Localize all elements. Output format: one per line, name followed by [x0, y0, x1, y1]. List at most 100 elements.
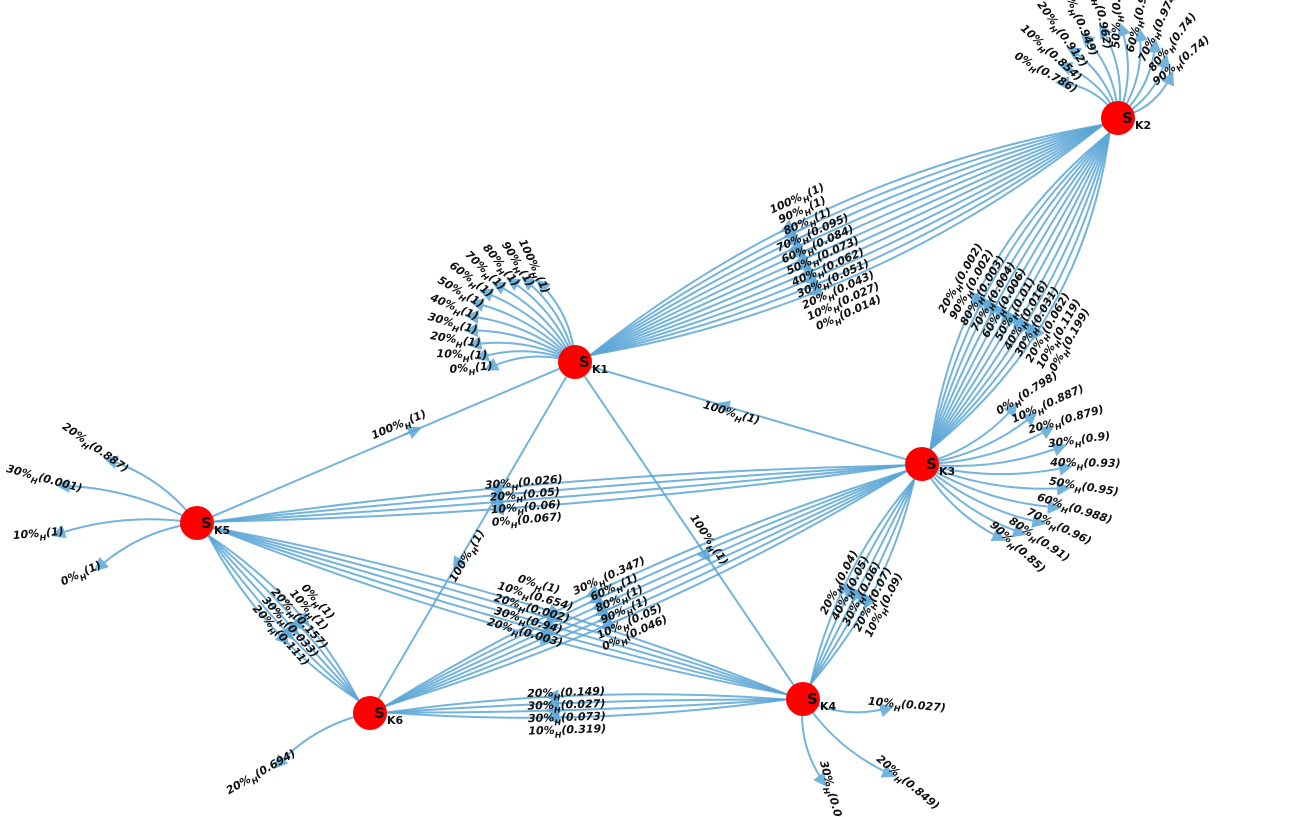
edge-K2-K3-0 — [929, 132, 1111, 450]
edge-K2-K1-1 — [590, 124, 1104, 356]
node-label: K3 — [939, 465, 955, 478]
node-circle-k6 — [353, 696, 387, 730]
edge-label-K3-K1-0: 100%H(1) — [701, 398, 762, 430]
edge-K2-K1-5 — [590, 124, 1103, 356]
edge-label-K4-K4-0: 10%H(0.027) — [867, 695, 946, 718]
node-label: K2 — [1135, 119, 1151, 132]
edge-K2-K3-1 — [929, 132, 1111, 450]
edge-K2-K1-9 — [589, 124, 1103, 356]
edge-label-K4-K6-3: 20%H(0.149) — [527, 685, 605, 704]
edge-arrow-K2-K1-4 — [796, 257, 825, 271]
edge-arrow-K2-K1-10 — [779, 218, 807, 233]
edge-label-K5-K5-0: 0%H(1) — [59, 558, 105, 591]
edge-K5-K6-0 — [207, 534, 360, 701]
node-circle-k1 — [558, 345, 592, 379]
edge-K3-K5-2 — [213, 464, 906, 523]
edge-arrow-K2-K1-7 — [788, 237, 816, 252]
edge-arrow-K3-K4-4 — [838, 581, 852, 597]
edge-K2-K3-9 — [929, 132, 1111, 450]
edge-arrow-K2-K1-1 — [805, 276, 833, 290]
edge-K4-K6-1 — [386, 698, 787, 714]
edge-K5-K4-3 — [212, 526, 787, 696]
edge-label-K3-K3-3: 30%H(0.9) — [1047, 429, 1111, 453]
edge-K2-K3-2 — [929, 132, 1111, 450]
node-circle-k3 — [905, 447, 939, 481]
edge-K5-K6-2 — [207, 534, 360, 702]
edge-K5-K5-2 — [55, 478, 198, 524]
edge-K2-K3-10 — [929, 132, 1111, 450]
edge-K3-K3-5 — [921, 463, 1071, 496]
edge-K3-K5-3 — [213, 464, 906, 523]
node-symbol: S — [579, 353, 590, 371]
edge-label-K5-K4-0: 0%H(1) — [516, 572, 562, 599]
edge-K5-K4-2 — [213, 526, 787, 696]
edge-arrow-K3-K1-0 — [715, 400, 734, 415]
edge-arrow-K3-K6-4 — [588, 589, 617, 604]
node-circle-k2 — [1101, 101, 1135, 135]
edge-K3-K3-4 — [921, 462, 1073, 476]
edge-arrow-K2-K1-8 — [785, 231, 813, 246]
edge-arrow-K5-K1-0 — [402, 426, 422, 440]
edge-K5-K4-1 — [213, 526, 788, 696]
edge-K3-K6-0 — [385, 470, 908, 707]
edge-label-K3-K5-0: 0%H(0.067) — [491, 510, 562, 532]
edge-arrow-K3-K5-0 — [489, 501, 526, 516]
edge-label-K4-K6-1: 30%H(0.073) — [528, 710, 606, 729]
edge-label-K6-K6-0: 20%H(0.694) — [224, 747, 299, 800]
edge-arrow-K4-K6-2 — [545, 696, 567, 711]
node-symbol: S — [201, 514, 212, 532]
edge-K3-K5-1 — [213, 464, 906, 523]
edge-arrow-K3-K6-3 — [591, 596, 619, 611]
edge-label-K4-K6-0: 10%H(0.319) — [528, 722, 606, 741]
edge-K3-K1-0 — [591, 365, 906, 461]
edge-K3-K6-4 — [385, 470, 907, 707]
edge-arrow-K3-K5-3 — [488, 480, 525, 495]
edge-K5-K6-3 — [207, 535, 360, 702]
node-label: K4 — [820, 700, 837, 713]
edge-arrow-K3-K6-1 — [596, 609, 625, 623]
edge-K5-K6-1 — [207, 534, 360, 701]
edge-K3-K4-1 — [809, 478, 916, 685]
edge-label-K3-K3-4: 40%H(0.93) — [1049, 456, 1120, 473]
edge-label-K5-K5-3: 20%H(0.887) — [58, 420, 131, 478]
node-symbol: S — [807, 690, 818, 708]
edge-K5-K1-0 — [212, 367, 560, 518]
edges-layer — [51, 22, 1175, 788]
edge-arrow-K2-K1-5 — [794, 250, 822, 265]
edge-label-K1-K1-0: 0%H(1) — [449, 359, 493, 379]
edge-K4-K6-3 — [386, 693, 787, 714]
edge-label-K5-K1-0: 100%H(1) — [369, 407, 429, 445]
edge-arrow-K1-K4-0 — [697, 545, 711, 563]
edge-arrow-K2-K1-2 — [802, 270, 831, 284]
edge-K3-K6-3 — [385, 470, 907, 707]
edge-K3-K3-6 — [921, 463, 1062, 514]
edge-label-K3-K5-1: 10%H(0.06) — [490, 498, 561, 520]
edge-K3-K4-3 — [809, 478, 916, 685]
edge-K2-K1-10 — [589, 124, 1103, 356]
edge-label-K3-K3-5: 50%H(0.95) — [1048, 475, 1120, 502]
edge-label-K4-K4-2: 30%H(0.008) — [814, 759, 850, 817]
node-circle-k5 — [180, 506, 214, 540]
edge-label-K4-K6-2: 30%H(0.027) — [527, 697, 605, 716]
edge-K1-K4-0 — [583, 375, 795, 686]
edge-arrow-K2-K1-9 — [782, 224, 810, 239]
edge-K2-K3-8 — [929, 132, 1111, 450]
edge-K2-K1-3 — [590, 124, 1104, 356]
edge-K4-K6-2 — [386, 698, 787, 714]
edge-arrow-K4-K6-3 — [544, 689, 567, 704]
edge-K3-K6-1 — [385, 470, 907, 707]
edge-arrow-K2-K1-3 — [799, 263, 828, 278]
edge-label-K1-K1-1: 10%H(1) — [436, 347, 487, 365]
edge-K3-K5-0 — [213, 464, 906, 523]
edge-K5-K4-4 — [212, 526, 787, 696]
node-circle-k4 — [786, 682, 820, 716]
edge-K2-K1-4 — [590, 124, 1103, 356]
